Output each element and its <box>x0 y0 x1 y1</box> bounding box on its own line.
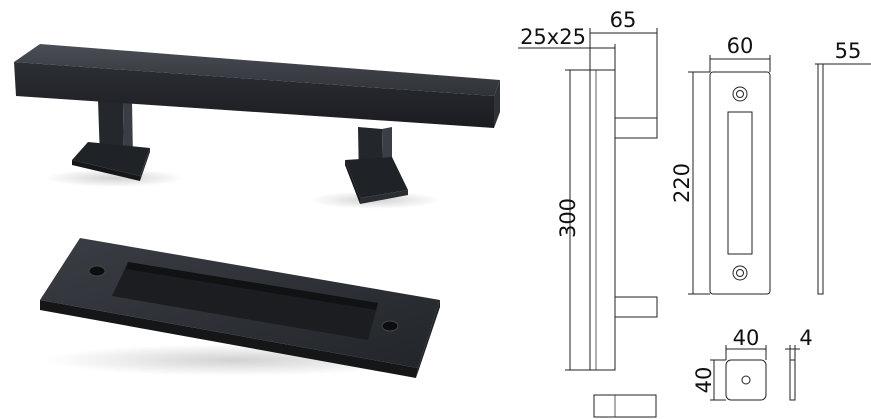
black-square-bar-handle-photo <box>14 44 500 209</box>
handle-post-detail <box>593 394 657 418</box>
black-flush-pull-plate-photo <box>40 238 440 378</box>
handle-post-upper <box>614 117 658 139</box>
base-plate-outline <box>725 359 767 401</box>
plate-width-label: 60 <box>727 34 754 58</box>
base-height-label: 40 <box>692 367 716 394</box>
handle-post-lower <box>614 296 658 318</box>
left-base <box>72 142 150 176</box>
plate-side-view: 55 <box>815 39 871 295</box>
bar-section-label: 25x25 <box>520 25 586 49</box>
plate-thickness-outline <box>817 63 824 295</box>
screw-hole-icon <box>88 265 106 277</box>
handle-bar-side <box>589 69 616 371</box>
technical-drawing: 300 65 25x25 60 <box>518 8 871 418</box>
screw-hole-icon <box>732 86 748 102</box>
handle-side-view: 300 65 25x25 <box>518 8 658 418</box>
base-size-label: 40 <box>733 326 760 350</box>
bar-front-face <box>14 62 494 128</box>
base-thickness-label: 4 <box>799 326 812 350</box>
base-thickness-outline <box>789 359 796 401</box>
base-plate-detail: 40 40 4 <box>692 326 813 401</box>
projection-label: 65 <box>610 8 637 32</box>
screw-hole-icon <box>732 265 748 281</box>
base-hole-icon <box>741 375 751 385</box>
screw-hole-icon <box>381 320 399 332</box>
plate-thickness-label: 55 <box>835 39 862 63</box>
bar-top-face <box>14 44 500 96</box>
plate-recess-outline <box>727 111 753 255</box>
plate-front-view: 60 220 <box>670 34 771 295</box>
plate-recess <box>112 262 378 340</box>
plate-length-label: 220 <box>670 163 694 203</box>
right-base <box>345 157 408 198</box>
handle-length-label: 300 <box>556 198 580 238</box>
